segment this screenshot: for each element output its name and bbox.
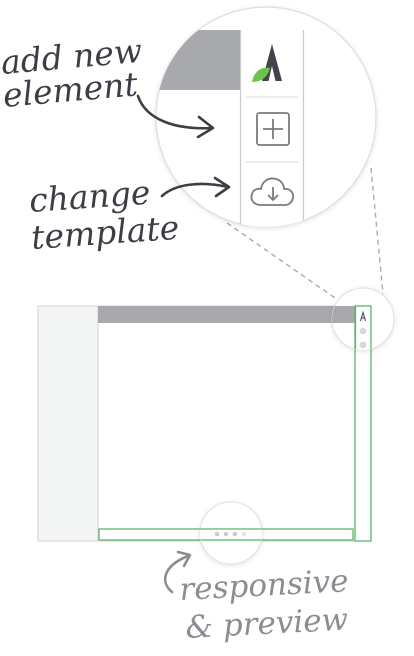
cloud-download-icon[interactable] [250, 177, 295, 206]
label-add-new-element: add new element [0, 31, 144, 115]
logo-a-leaf-icon [252, 44, 282, 82]
change-line: change [28, 173, 152, 220]
preview-dot-icon [214, 531, 220, 537]
toolbar-dot-icon [359, 327, 367, 335]
plus-square-icon[interactable] [256, 112, 290, 146]
left-panel [37, 305, 99, 542]
arrow-to-template [160, 176, 231, 198]
label-responsive-preview: responsive & preview [179, 563, 350, 646]
toolbar-dot-icon [359, 341, 367, 349]
preview-line: & preview [185, 602, 349, 646]
preview-dot-icon [241, 531, 247, 537]
header-bar [98, 306, 358, 323]
arrow-to-add [136, 94, 215, 139]
editor-mockup [37, 305, 372, 542]
label-change-template: change template [28, 173, 181, 257]
arrow-to-preview [163, 550, 192, 594]
zoom-connector-lines [226, 167, 384, 301]
preview-dot-icon [232, 531, 238, 537]
responsive-line: responsive [179, 563, 350, 608]
toolbar-logo-icon [359, 310, 367, 322]
preview-dot-icon [223, 531, 229, 537]
zoom-header-bar [156, 30, 240, 90]
